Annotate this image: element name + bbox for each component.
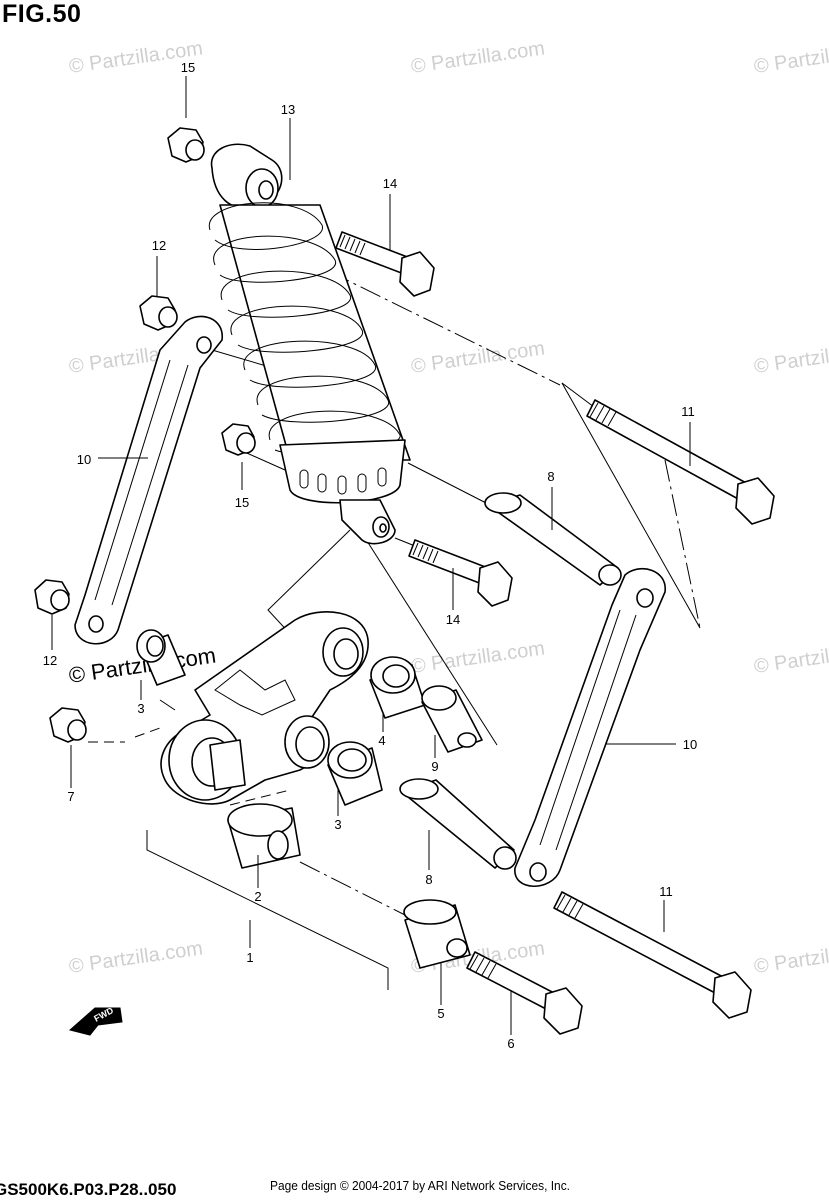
- rear-shock-absorber: [208, 143, 411, 545]
- callout-2: 2: [254, 889, 261, 904]
- spacer-9: [421, 685, 483, 753]
- callout-11: 11: [659, 884, 673, 899]
- page-credit: Page design © 2004-2017 by ARI Network S…: [270, 1178, 571, 1193]
- bolt-11-upper: [586, 399, 775, 525]
- nut-12-lower: [34, 579, 70, 615]
- callout-15: 15: [235, 495, 249, 510]
- axis-line: [561, 382, 701, 629]
- watermark: © Partzilla.com: [753, 337, 829, 378]
- callout-8: 8: [547, 469, 554, 484]
- axis-line: [88, 727, 161, 743]
- callout-6: 6: [507, 1036, 514, 1051]
- callout-11: 11: [681, 404, 695, 419]
- callout-7: 7: [67, 789, 74, 804]
- axis-line: [229, 789, 291, 806]
- watermark: © Partzilla.com: [410, 37, 547, 78]
- alignment-lines: [88, 224, 701, 990]
- callout-8: 8: [425, 872, 432, 887]
- callout-10: 10: [683, 737, 697, 752]
- bushing-3-lower: [327, 741, 383, 806]
- callout-3: 3: [334, 817, 341, 832]
- spacer-5: [403, 899, 471, 969]
- diagram-code: GS500K6.P03.P28..050: [0, 1180, 177, 1199]
- watermark: © Partzilla.com: [410, 337, 547, 378]
- spacer-8-upper: [484, 492, 622, 586]
- callout-14: 14: [383, 176, 397, 191]
- bushing-4: [369, 656, 426, 719]
- watermark: © Partzilla.com: [68, 937, 205, 978]
- callout-12: 12: [152, 238, 166, 253]
- spacer-2: [227, 803, 301, 869]
- callout-leaders: [51, 76, 691, 1035]
- callout-14: 14: [446, 612, 460, 627]
- watermark: © Partzilla.com: [753, 937, 829, 978]
- axis-line: [359, 529, 498, 746]
- bolt-6: [466, 951, 583, 1035]
- callout-10: 10: [77, 452, 91, 467]
- axis-line: [299, 861, 406, 916]
- tie-rod-10-right: [514, 567, 666, 888]
- nut-15-top: [167, 127, 205, 163]
- bolt-14-upper: [335, 231, 435, 297]
- callout-4: 4: [378, 733, 385, 748]
- spacer-8-lower: [399, 778, 517, 870]
- callout-labels: 15 13 14 12 10 15 11 8 14 12 3 4 9 10 7 …: [43, 60, 697, 1051]
- assembly-bracket: [146, 830, 389, 990]
- callout-3: 3: [137, 701, 144, 716]
- bolt-14-lower: [408, 539, 513, 607]
- callout-5: 5: [437, 1006, 444, 1021]
- axis-line: [159, 699, 176, 711]
- callout-9: 9: [431, 759, 438, 774]
- cushion-lever: [160, 611, 369, 805]
- nut-12-upper: [139, 295, 178, 331]
- callout-1: 1: [246, 950, 253, 965]
- figure-title: FIG.50: [2, 0, 82, 28]
- bolt-11-lower: [553, 891, 752, 1019]
- axis-line: [234, 224, 561, 386]
- callout-15: 15: [181, 60, 195, 75]
- watermark: © Partzilla.com: [753, 37, 829, 78]
- watermark: © Partzilla.com: [410, 637, 547, 678]
- callout-12: 12: [43, 653, 57, 668]
- nut-15-middle: [221, 423, 256, 456]
- forward-arrow-icon: FWD: [68, 1005, 123, 1036]
- nut-7: [49, 707, 87, 743]
- watermark: © Partzilla.com: [753, 637, 829, 678]
- watermark-layer: © Partzilla.com © Partzilla.com © Partzi…: [67, 37, 829, 978]
- axis-line: [664, 459, 701, 629]
- bushing-3-upper: [136, 629, 186, 686]
- callout-13: 13: [281, 102, 295, 117]
- axis-line: [407, 462, 491, 506]
- tie-rod-10-left: [74, 315, 223, 645]
